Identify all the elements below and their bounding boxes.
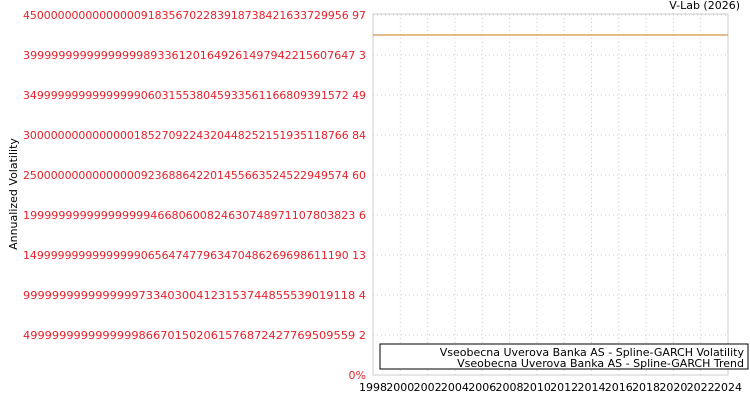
x-tick-label: 2008 <box>496 381 524 394</box>
plot-frame <box>372 13 729 376</box>
y-tick-label: 4999999999999999866701502061576872427769… <box>23 329 366 342</box>
x-tick-label: 2010 <box>523 381 551 394</box>
x-tick-label: 2006 <box>468 381 496 394</box>
y-tick-label: 1499999999999999906564747796347048626969… <box>23 249 366 262</box>
x-tick-label: 2024 <box>714 381 742 394</box>
grid <box>372 14 729 376</box>
legend-entry-trend: Vseobecna Uverova Banka AS - Spline-GARC… <box>457 357 744 370</box>
x-tick-label: 2022 <box>687 381 715 394</box>
x-tick-label: 2012 <box>550 381 578 394</box>
x-tick-label: 2016 <box>605 381 633 394</box>
y-axis-label: Annualized Volatility <box>7 138 20 250</box>
y-tick-label: 3499999999999999906031553804593356116680… <box>23 89 366 102</box>
legend-box <box>379 343 749 370</box>
x-tick-label: 2002 <box>414 381 442 394</box>
legend-entry-volatility: Vseobecna Uverova Banka AS - Spline-GARC… <box>440 346 745 359</box>
y-tick-label: 3999999999999999989336120164926149794221… <box>23 49 366 62</box>
x-tick-label: 2020 <box>659 381 687 394</box>
y-tick-label: 2500000000000000092368864220145566352452… <box>23 169 366 182</box>
y-tick-label: 1999999999999999994668060082463074897110… <box>23 209 366 222</box>
x-tick-label: 2014 <box>577 381 605 394</box>
x-tick-label: 2004 <box>441 381 469 394</box>
y-tick-label: 0% <box>349 369 366 382</box>
y-ticks: 0% 49999999999999998667015020615768724277… <box>23 9 366 382</box>
legend: Vseobecna Uverova Banka AS - Spline-GARC… <box>379 343 749 370</box>
y-tick-label: 3000000000000000185270922432044825215193… <box>23 129 366 142</box>
source-label: V-Lab (2026) <box>669 0 740 12</box>
x-tick-label: 1998 <box>359 381 387 394</box>
x-tick-label: 2000 <box>386 381 414 394</box>
y-tick-label: 9999999999999999733403004123153744855539… <box>23 289 366 302</box>
y-tick-label: 4500000000000000091835670228391873842163… <box>23 9 366 22</box>
x-tick-label: 2018 <box>632 381 660 394</box>
